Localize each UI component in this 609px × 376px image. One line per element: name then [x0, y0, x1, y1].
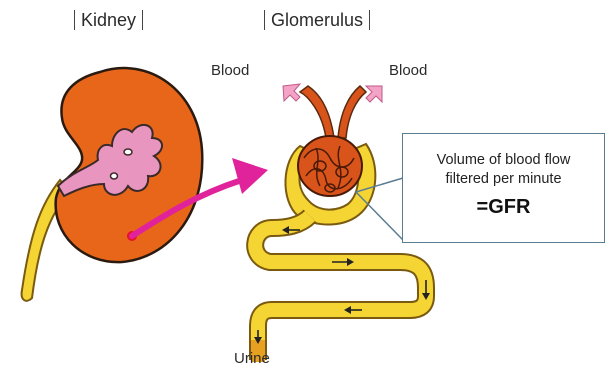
gfr-description-line2: filtered per minute	[403, 171, 604, 187]
flow-arrows	[254, 226, 430, 344]
afferent-arteriole	[338, 86, 366, 138]
gfr-term: =GFR	[403, 196, 604, 219]
gfr-callout: Volume of blood flow filtered per minute…	[402, 133, 605, 243]
gfr-description-line1: Volume of blood flow	[403, 152, 604, 168]
pelvis-hole	[111, 173, 118, 179]
blood-in-label: Blood	[389, 62, 427, 79]
urine-label: Urine	[234, 350, 270, 367]
kidney-label: Kidney	[74, 10, 143, 30]
blood-out-label: Blood	[211, 62, 249, 79]
pelvis-hole	[124, 149, 132, 155]
efferent-arteriole	[300, 86, 334, 138]
zoom-arrow-head	[232, 158, 268, 194]
blood-out-arrow-icon	[283, 84, 300, 101]
blood-in-arrow-icon	[366, 86, 382, 102]
glomerulus-label: Glomerulus	[264, 10, 370, 30]
